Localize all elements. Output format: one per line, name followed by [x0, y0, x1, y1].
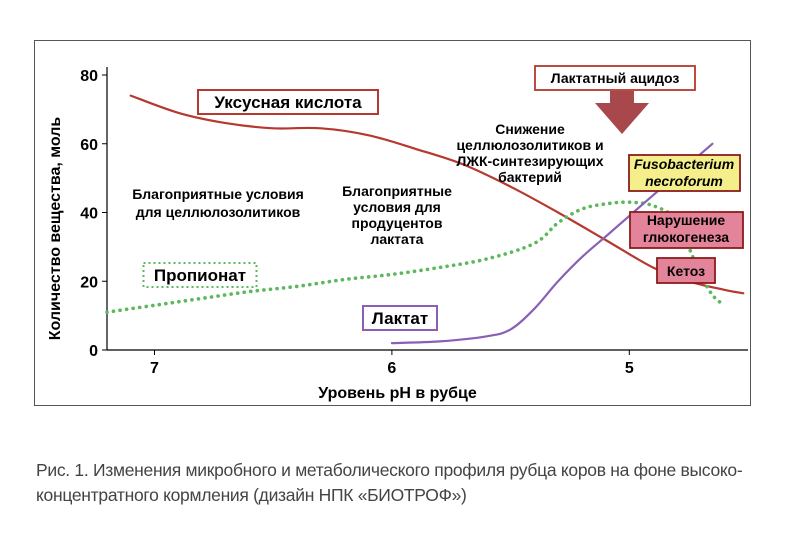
favorable-lactate-text-3: продуцентов [352, 215, 443, 231]
series-label-propionate: Пропионат [154, 266, 246, 285]
series-label-acetic: Уксусная кислота [214, 93, 362, 112]
cellulolytic-decline-text-3: ЛЖК-синтезирующих [456, 153, 603, 169]
x-tick-label: 7 [150, 360, 159, 377]
series-label-acetic-box [197, 89, 379, 115]
y-tick-label: 20 [80, 274, 98, 291]
y-axis-label: Количество вещества, моль [47, 117, 64, 341]
y-tick-label: 80 [80, 68, 98, 85]
gluconeogenesis-box [629, 211, 744, 249]
favorable-lactate-text-1: Благоприятные [342, 183, 452, 199]
series-label-propionate-box [142, 262, 258, 288]
caption-line-1: Рис. 1. Изменения микробного и метаболич… [36, 460, 743, 480]
favorable-lactate-text-2: условия для [353, 199, 441, 215]
ketosis-text: Кетоз [667, 263, 705, 279]
y-tick-label: 0 [89, 343, 98, 360]
down-arrow [595, 91, 649, 134]
favorable-lactate-text-4: лактата [371, 231, 424, 247]
lactic-acidosis-label: Лактатный ацидоз [551, 70, 680, 86]
x-tick-label: 5 [625, 360, 634, 377]
fusobacterium-text-1: Fusobacterium [634, 156, 734, 172]
cellulolytic-decline-text-2: целлюлозолитиков и [456, 137, 603, 153]
y-tick-label: 60 [80, 137, 98, 154]
cellulolytic-decline-text-1: Снижение [495, 121, 565, 137]
x-axis-label: Уровень pH в рубце [318, 385, 477, 402]
series-label-lactate: Лактат [372, 309, 428, 328]
ketosis-box [656, 257, 716, 284]
figure-caption: Рис. 1. Изменения микробного и метаболич… [36, 458, 766, 508]
fusobacterium-box [628, 154, 741, 192]
favorable-cellulolytic-text-1: Благоприятные условия [132, 186, 304, 202]
series-label-lactate-box [362, 305, 438, 331]
fusobacterium-text-2: necroforum [645, 173, 723, 189]
x-tick-label: 6 [387, 360, 396, 377]
gluconeogenesis-text-2: глюкогенеза [643, 229, 729, 245]
y-tick-label: 40 [80, 206, 98, 223]
cellulolytic-decline-text-4: бактерий [498, 169, 562, 185]
lactic-acidosis-box [534, 65, 696, 91]
caption-line-2: концентратного кормления (дизайн НПК «БИ… [36, 485, 467, 505]
favorable-cellulolytic-text-2: для целлюлозолитиков [136, 204, 301, 220]
gluconeogenesis-text-1: Нарушение [647, 212, 726, 228]
